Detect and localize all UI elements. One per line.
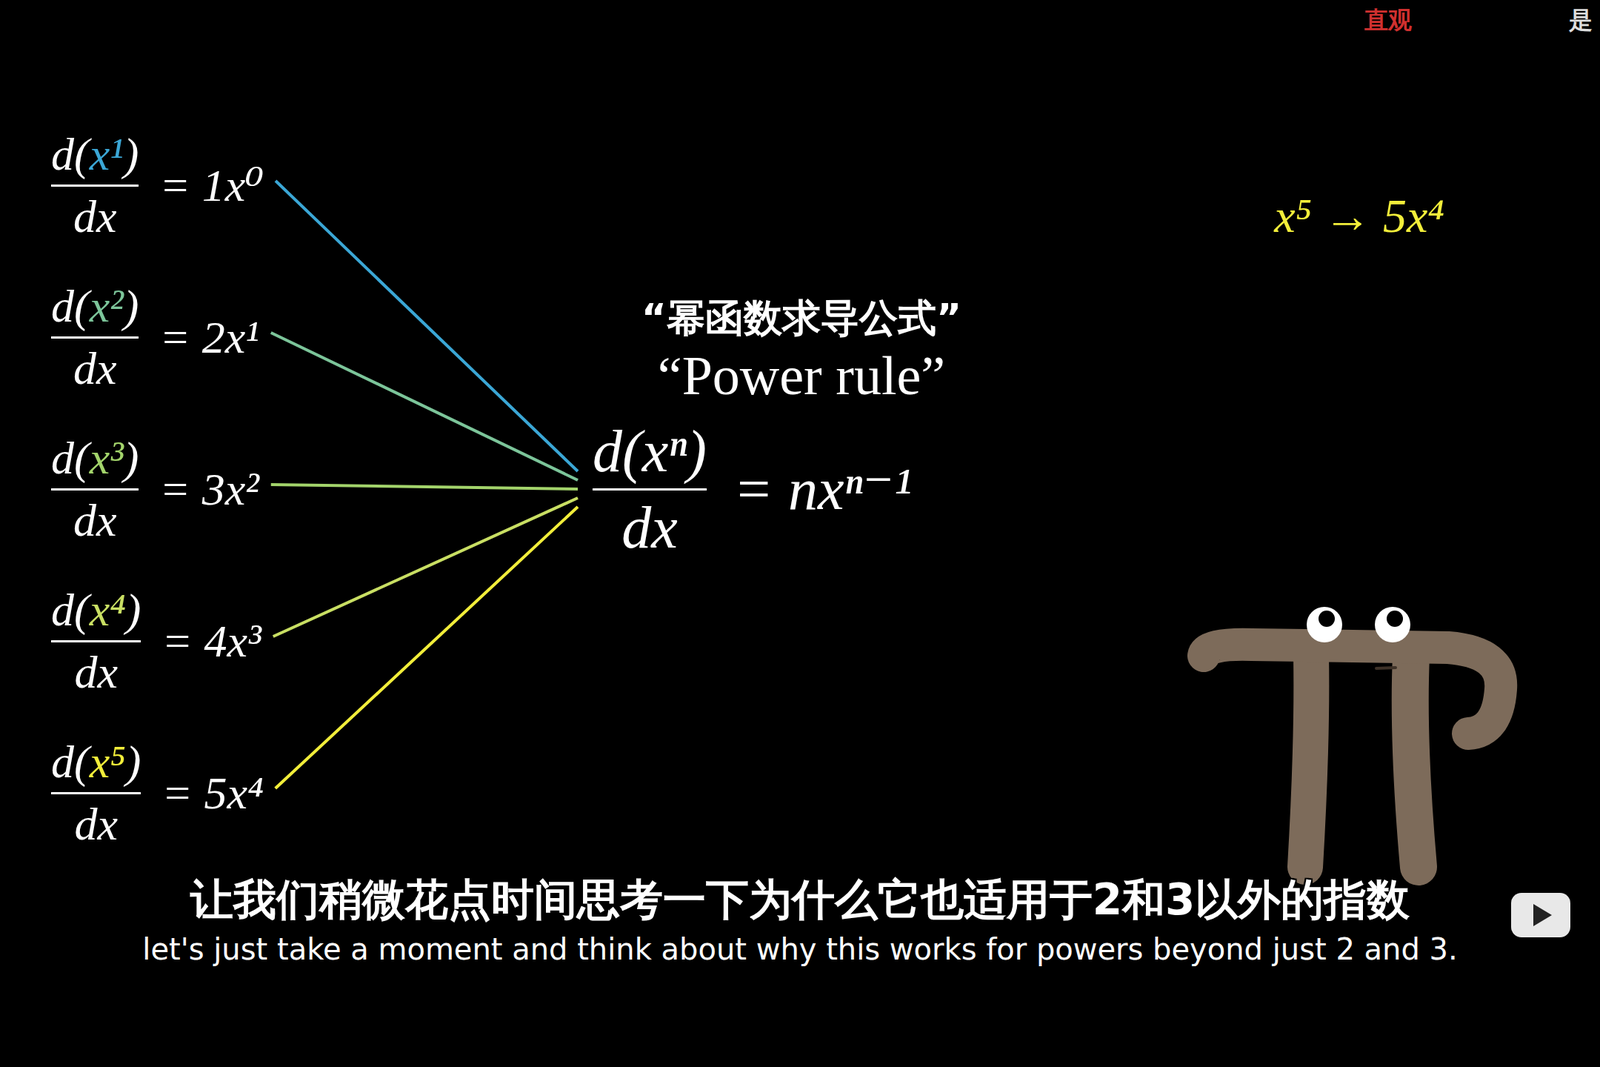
derivative-result: = 2x¹ [159, 311, 259, 363]
pi-pupil [1386, 610, 1403, 627]
pi-eye [1374, 606, 1411, 643]
fraction-bar [51, 488, 139, 491]
derivative-formula: d(x²) dx = 2x¹ [51, 280, 260, 393]
connector-line [275, 180, 578, 472]
connector-line [275, 506, 578, 789]
fraction-bar [51, 640, 141, 643]
pi-right-leg [1410, 655, 1419, 867]
fraction: d(x¹) dx [51, 128, 139, 241]
fraction: d(x⁵) dx [51, 736, 141, 849]
derivative-result: = 1x⁰ [159, 160, 264, 211]
subtitle-en: let's just take a moment and think about… [142, 931, 1458, 966]
pi-creature [1203, 606, 1501, 867]
numerator: d(x¹) [51, 128, 139, 180]
fraction-bar [51, 791, 141, 795]
pi-top-bar [1203, 644, 1501, 734]
denominator: dx [621, 494, 678, 560]
fraction-bar [592, 488, 707, 491]
denominator: dx [74, 798, 118, 849]
subtitle-zh: 让我们稍微花点时间思考一下为什么它也适用于2和3以外的指数 [190, 871, 1411, 929]
pi-eye [1306, 606, 1343, 643]
derivative-result: = 4x³ [161, 615, 261, 666]
fraction-bar [51, 336, 139, 339]
denominator: dx [74, 646, 118, 698]
formula-name-zh: “幂函数求导公式” [641, 292, 962, 345]
pi-left-leg [1305, 655, 1312, 867]
pi-mouth [1376, 667, 1396, 669]
derivative-result: = 5x⁴ [161, 767, 263, 818]
derivative-formula: d(x³) dx = 3x² [51, 432, 260, 545]
play-button-box [1511, 892, 1571, 938]
numerator: d(xⁿ) [592, 418, 707, 484]
pi-pupil [1318, 610, 1335, 627]
numerator: d(x³) [51, 432, 139, 483]
fraction: d(x³) dx [51, 432, 139, 545]
play-triangle [1533, 903, 1552, 926]
derivative-result: = 3x² [159, 463, 259, 515]
formula-name-en: “Power rule” [657, 344, 946, 408]
general-formula: d(xⁿ) dx = nxⁿ⁻¹ [592, 418, 912, 560]
numerator: d(x²) [51, 280, 139, 332]
derivative-formula: d(x⁵) dx = 5x⁴ [51, 736, 264, 849]
connector-line [273, 497, 578, 637]
fraction: d(x⁴) dx [51, 584, 141, 697]
example-formula: x⁵ → 5x⁴ [1274, 188, 1444, 244]
connector-line [271, 332, 578, 480]
denominator: dx [73, 342, 118, 394]
denominator: dx [73, 191, 118, 242]
fraction-bar [51, 184, 139, 187]
denominator: dx [73, 494, 118, 546]
corner-tag: 直观 [1364, 4, 1412, 38]
corner-tag: 是 [1568, 4, 1593, 38]
fraction: d(x²) dx [51, 280, 139, 393]
connector-line [271, 484, 578, 489]
numerator: d(x⁴) [51, 584, 141, 635]
derivative-formula: d(x¹) dx = 1x⁰ [51, 128, 264, 241]
numerator: d(x⁵) [51, 736, 141, 787]
derivative-formula: d(x⁴) dx = 4x³ [51, 584, 262, 697]
fraction: d(xⁿ) dx [592, 418, 707, 560]
derivative-result: = nxⁿ⁻¹ [733, 456, 912, 522]
play-button [1511, 892, 1571, 938]
